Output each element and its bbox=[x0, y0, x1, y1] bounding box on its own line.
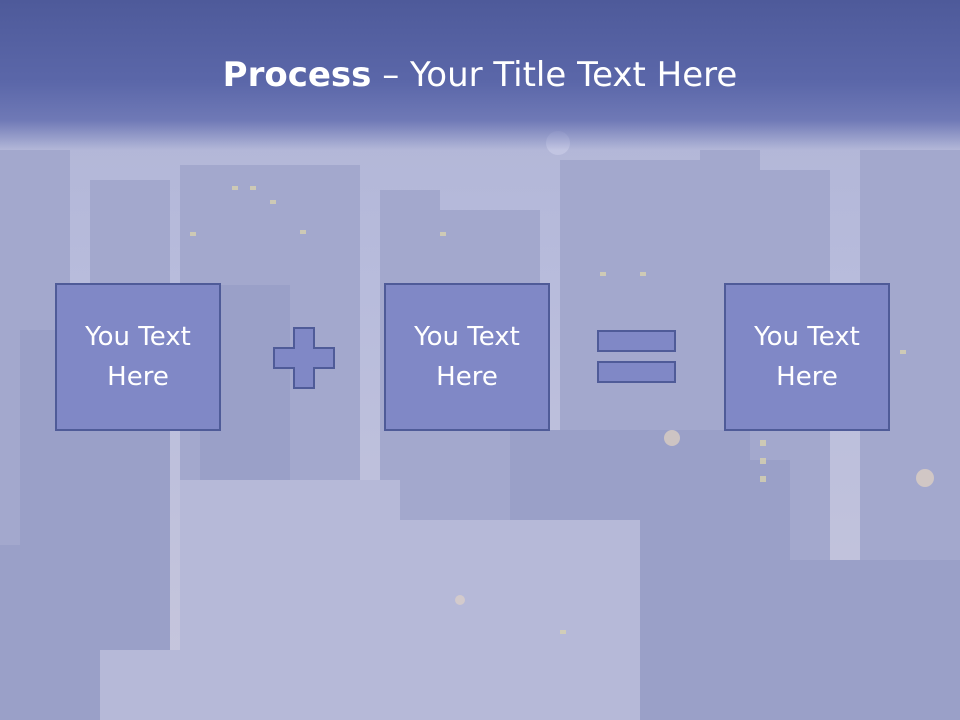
process-box-text: You Text Here bbox=[85, 322, 191, 392]
process-box-text: You Text Here bbox=[414, 322, 520, 392]
slide-title: Process – Your Title Text Here bbox=[0, 50, 960, 100]
equals-icon bbox=[597, 330, 676, 383]
process-box-1: You Text Here bbox=[55, 283, 221, 431]
title-bar bbox=[0, 0, 960, 150]
slide-title-text: Your Title Text Here bbox=[410, 55, 738, 95]
process-box-3: You Text Here bbox=[724, 283, 890, 431]
slide-title-bold: Process bbox=[222, 55, 372, 95]
plus-icon bbox=[273, 327, 335, 389]
process-box-2: You Text Here bbox=[384, 283, 550, 431]
slide-title-separator: – bbox=[371, 55, 411, 95]
process-box-text: You Text Here bbox=[754, 322, 860, 392]
